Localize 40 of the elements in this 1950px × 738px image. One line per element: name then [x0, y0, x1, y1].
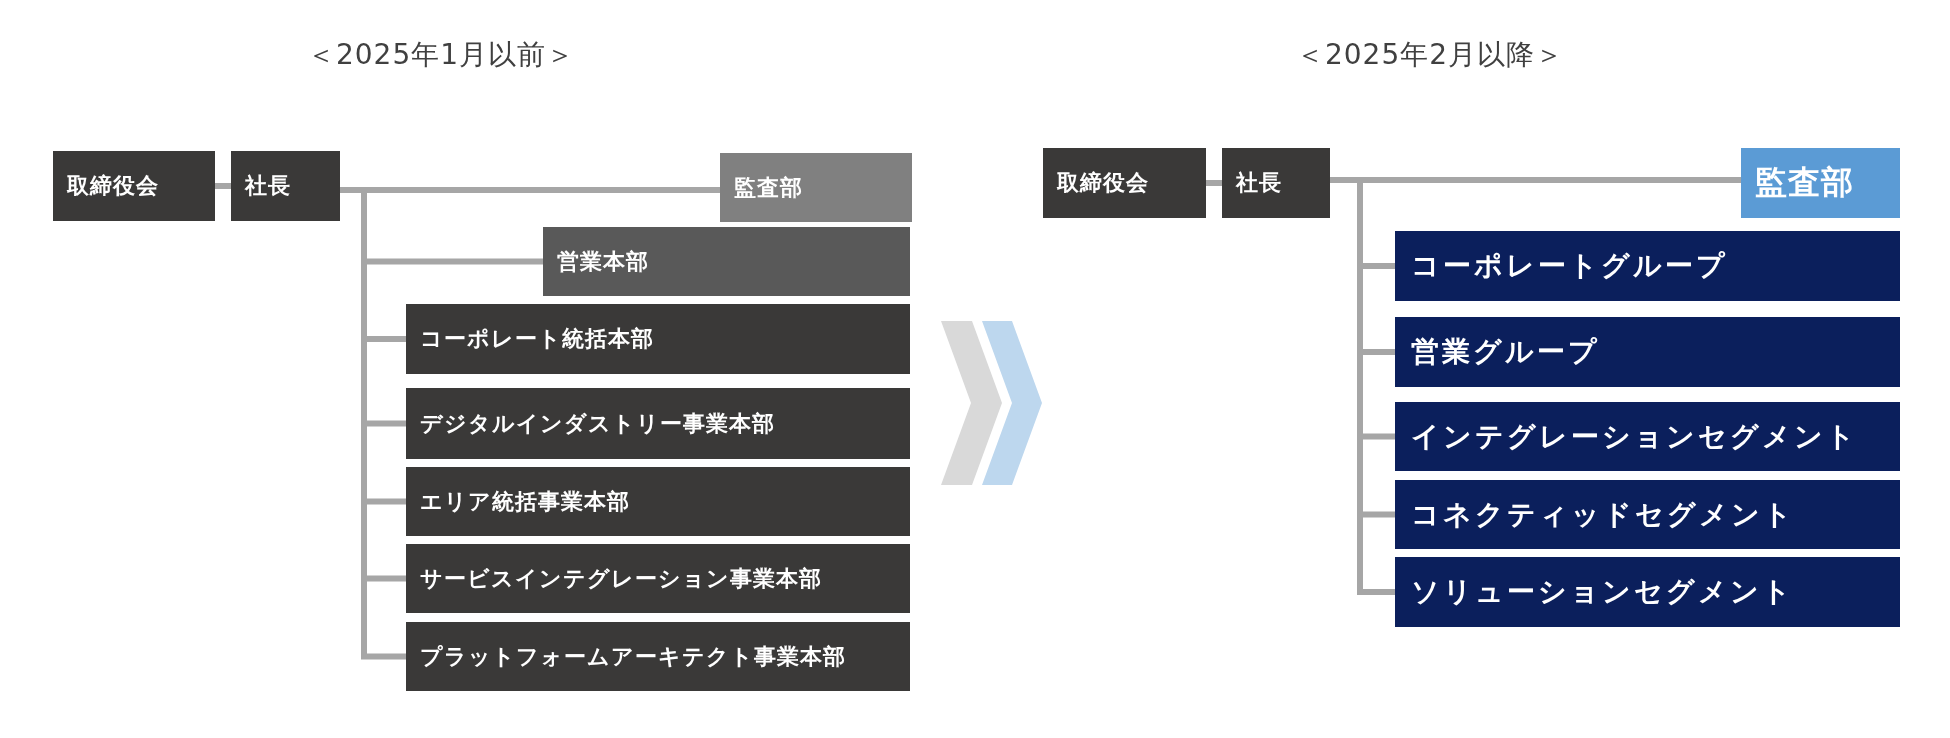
unit-name: コネクティッドセグメント	[1411, 496, 1795, 533]
org-unit-box	[231, 151, 340, 221]
org-unit-box	[1395, 480, 1900, 549]
org-unit-box	[1222, 148, 1330, 218]
connector-line	[1330, 177, 1395, 595]
org-unit-box	[1395, 402, 1900, 471]
org-unit-box	[406, 622, 910, 691]
connector-line	[340, 187, 406, 660]
unit-name: コーポレートグループ	[1411, 248, 1728, 284]
org-unit-box	[1395, 557, 1900, 627]
unit-name: デジタルインダストリー事業本部	[420, 409, 775, 438]
section-heading: ＜2025年1月以前＞	[305, 37, 577, 73]
connector-line	[215, 183, 231, 189]
org-unit-box	[1395, 317, 1900, 387]
unit-name: 営業本部	[557, 247, 649, 276]
unit-name: エリア統括事業本部	[420, 487, 630, 516]
unit-name: ソリューションセグメント	[1411, 574, 1794, 610]
org-unit-box	[1741, 148, 1900, 218]
org-unit-box	[406, 544, 910, 613]
org-unit-box	[720, 153, 912, 222]
unit-name: 社長	[245, 172, 291, 200]
org-unit-box	[406, 304, 910, 374]
org-unit-box	[543, 227, 910, 296]
unit-name: 取締役会	[1057, 169, 1149, 197]
unit-name: 取締役会	[67, 172, 159, 200]
org-unit-box	[406, 388, 910, 459]
unit-name: 営業グループ	[1411, 334, 1600, 370]
section-heading: ＜2025年2月以降＞	[1294, 37, 1566, 73]
org-unit-box	[1043, 148, 1206, 218]
org-unit-box	[406, 467, 910, 536]
connector-line	[1206, 180, 1222, 186]
org-unit-box	[53, 151, 215, 221]
unit-name: サービスインテグレーション事業本部	[420, 564, 822, 593]
unit-name: 監査部	[734, 173, 803, 202]
unit-name: インテグレーションセグメント	[1411, 418, 1858, 455]
org-unit-box	[1395, 231, 1900, 301]
unit-name: コーポレート統括本部	[420, 325, 654, 353]
unit-name: 社長	[1236, 169, 1282, 197]
unit-name: プラットフォームアーキテクト事業本部	[420, 642, 846, 671]
unit-name: 監査部	[1755, 162, 1854, 203]
